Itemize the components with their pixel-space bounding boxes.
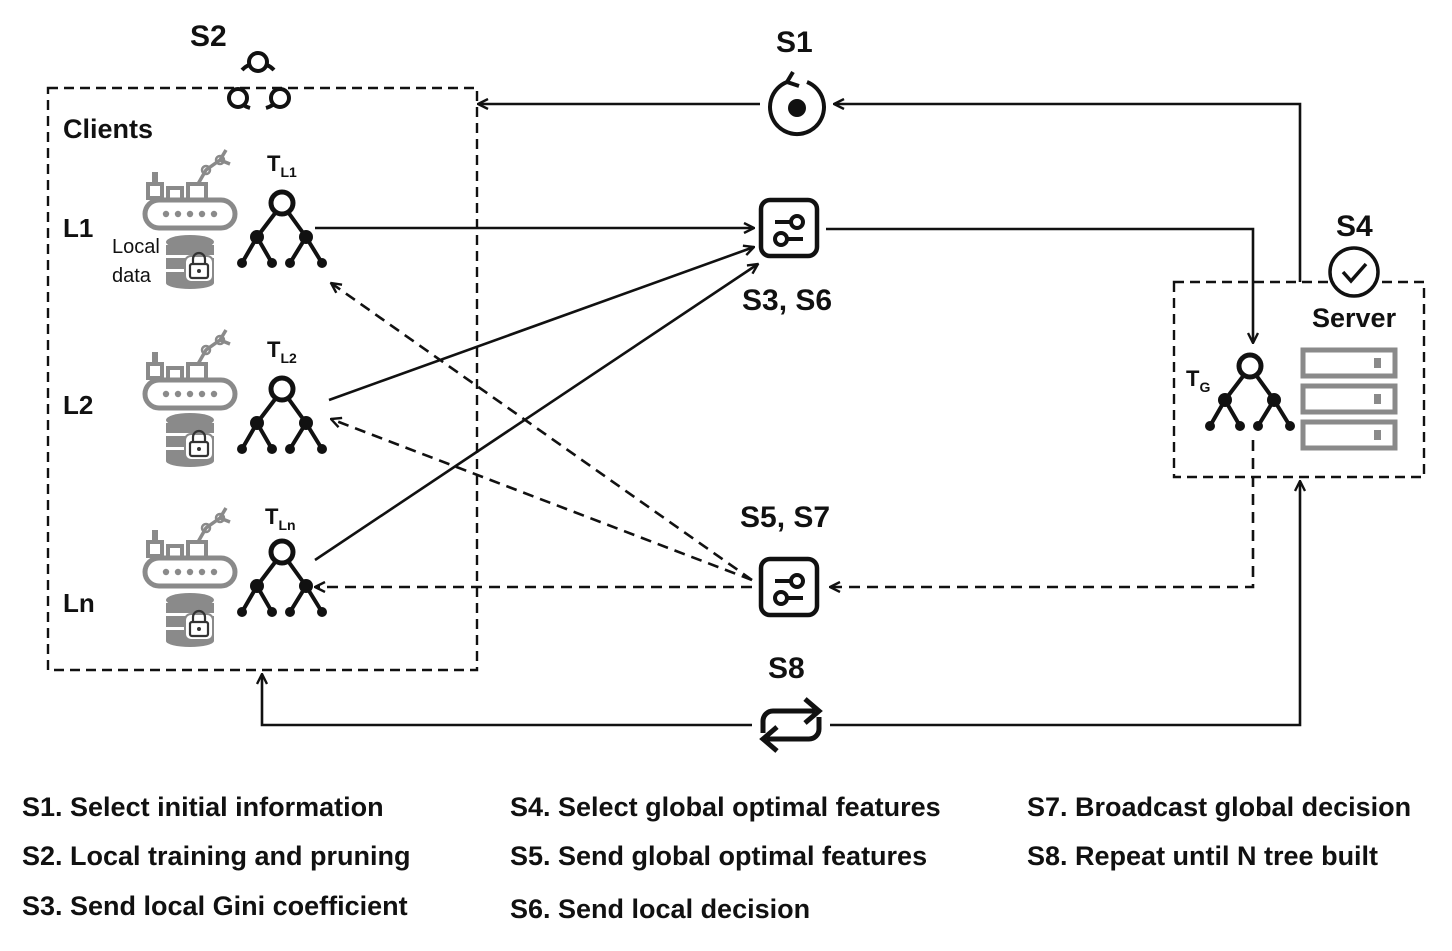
server-to-s57-link [830, 440, 1255, 587]
settings-toggle-icon-s36 [761, 200, 817, 256]
server-title: Server [1312, 303, 1397, 333]
legend-item-s2: S2. Local training and pruning [22, 841, 411, 871]
s57-to-l2-link [331, 419, 753, 582]
client-label-l2: L2 [63, 390, 93, 420]
legend-item-s7: S7. Broadcast global decision [1027, 792, 1412, 822]
legend-item-s1: S1. Select initial information [22, 792, 384, 822]
tree-label-l2: TL2 [267, 337, 297, 366]
legend-item-s5: S5. Send global optimal features [510, 841, 928, 871]
factory-conveyor-icon [145, 508, 235, 586]
target-refresh-icon [768, 70, 826, 136]
s36-to-server-link [826, 227, 1253, 343]
decision-tree-icon [237, 541, 327, 617]
client-label-l1: L1 [63, 213, 93, 243]
locked-database-icon [164, 591, 216, 649]
locked-database-icon [164, 411, 216, 469]
local-data-label-line2: data [112, 265, 152, 287]
settings-toggle-icon-s57 [761, 559, 817, 615]
s57-to-l1-link [331, 283, 753, 582]
cycle-nodes-icon [227, 51, 291, 110]
step-label-s36: S3, S6 [742, 284, 832, 317]
tree-label-ln: TLn [265, 504, 296, 533]
s8-server-link [830, 481, 1300, 727]
repeat-icon [759, 697, 823, 753]
l2-to-s36-link [328, 247, 754, 402]
s1-server-link [834, 104, 1302, 282]
locked-database-icon [164, 233, 216, 291]
decision-tree-icon [1205, 355, 1295, 431]
decision-tree-icon [237, 192, 327, 268]
legend-item-s6: S6. Send local decision [510, 894, 811, 924]
legend-item-s4: S4. Select global optimal features [510, 792, 941, 822]
server-rack-icon [1300, 347, 1398, 451]
local-data-label-line1: Local [112, 236, 160, 258]
legend-item-s8: S8. Repeat until N tree built [1027, 841, 1379, 871]
client-label-ln: Ln [63, 588, 95, 618]
factory-conveyor-icon [145, 330, 235, 408]
step-label-s8: S8 [768, 652, 805, 685]
tree-label-l1: TL1 [267, 151, 297, 180]
clients-title: Clients [63, 114, 153, 144]
clients-box [46, 86, 479, 672]
step-label-s1: S1 [776, 26, 813, 59]
step-label-s57: S5, S7 [740, 501, 830, 534]
server-box [1172, 280, 1426, 479]
decision-tree-icon [237, 378, 327, 454]
s8-clients-link [262, 674, 752, 727]
step-label-s4: S4 [1336, 210, 1373, 243]
tree-label-g: TG [1186, 366, 1210, 395]
ln-to-s36-link [314, 264, 758, 562]
factory-conveyor-icon [145, 150, 235, 228]
legend-item-s3: S3. Send local Gini coefficient [22, 891, 408, 921]
step-label-s2: S2 [190, 20, 227, 53]
check-circle-icon [1328, 246, 1380, 298]
